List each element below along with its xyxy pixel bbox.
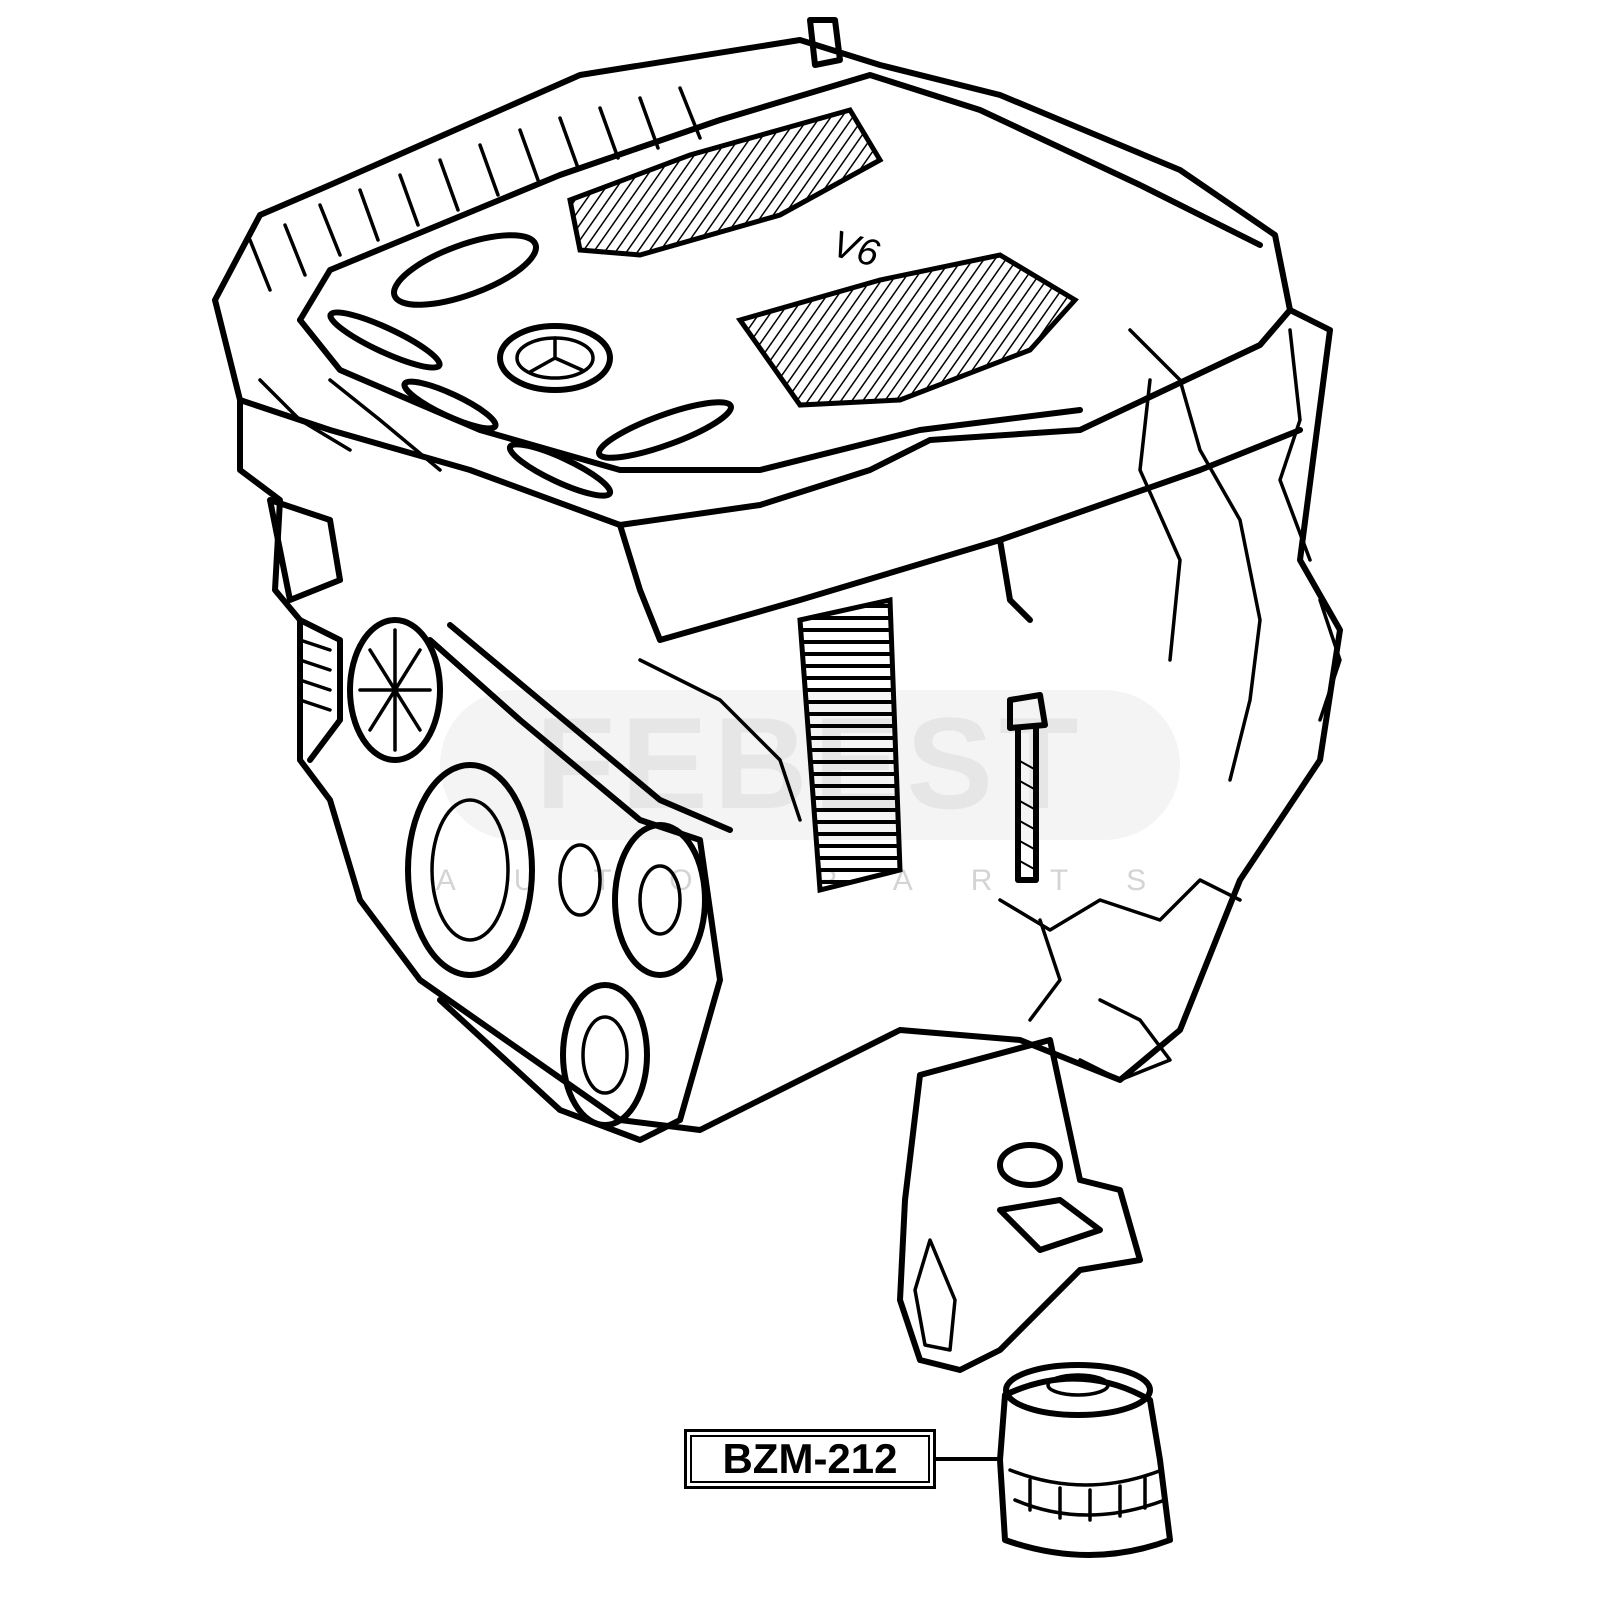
engine-bracket [897, 1037, 1143, 1373]
mounting-bolt [1007, 692, 1048, 883]
engine-badge: V6 [828, 223, 885, 276]
watermark: FEBEST AUTO PARTS [436, 690, 1180, 897]
engine-block [237, 307, 1343, 1133]
belt-drive [297, 617, 733, 1143]
star-logo [497, 323, 613, 393]
engine-mount-part [997, 1362, 1173, 1558]
part-number-label: BZM-212 [684, 1429, 936, 1489]
engine-cover: V6 [212, 17, 1293, 528]
